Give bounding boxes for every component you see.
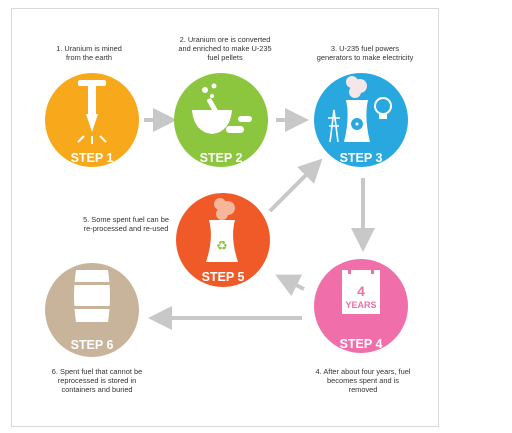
step-2-caption: 2. Uranium ore is converted and enriched… xyxy=(178,35,272,62)
calendar-icon: 4 YEARS xyxy=(342,265,380,314)
mortar-pestle-pellets-icon xyxy=(192,83,252,134)
step-1: STEP 1 xyxy=(45,73,139,167)
step-2-label: STEP 2 xyxy=(200,151,243,165)
calendar-unit: YEARS xyxy=(345,300,376,310)
step-6-caption: 6. Spent fuel that cannot be reprocessed… xyxy=(51,367,143,394)
arrow-step4-to-step5 xyxy=(275,274,305,297)
step-4: 4 YEARS STEP 4 xyxy=(314,259,408,353)
step-1-label: STEP 1 xyxy=(71,151,114,165)
recycling-cooling-tower-icon: ♻ xyxy=(206,198,238,262)
arrow-step5-to-step3 xyxy=(268,158,323,213)
step-5: ♻ STEP 5 xyxy=(176,193,270,287)
step-6-label: STEP 6 xyxy=(71,338,114,352)
step-3-caption: 3. U-235 fuel powers generators to make … xyxy=(316,44,414,62)
step-2: STEP 2 xyxy=(174,73,268,167)
step-1-caption: 1. Uranium is mined from the earth xyxy=(56,44,122,62)
step-3: STEP 3 xyxy=(314,73,408,167)
storage-barrel-icon xyxy=(74,270,110,322)
step-5-label: STEP 5 xyxy=(202,270,245,284)
calendar-number: 4 xyxy=(357,283,365,299)
step-5-caption: 5. Some spent fuel can be re-processed a… xyxy=(83,215,169,233)
step-4-label: STEP 4 xyxy=(340,337,383,351)
step-4-caption: 4. After about four years, fuel becomes … xyxy=(315,367,411,394)
mining-drill-icon xyxy=(77,80,107,144)
flow-arrows xyxy=(144,108,375,330)
step-3-label: STEP 3 xyxy=(340,151,383,165)
power-plant-icon xyxy=(328,76,392,143)
recycle-icon: ♻ xyxy=(216,239,228,254)
step-6: STEP 6 xyxy=(45,263,139,357)
